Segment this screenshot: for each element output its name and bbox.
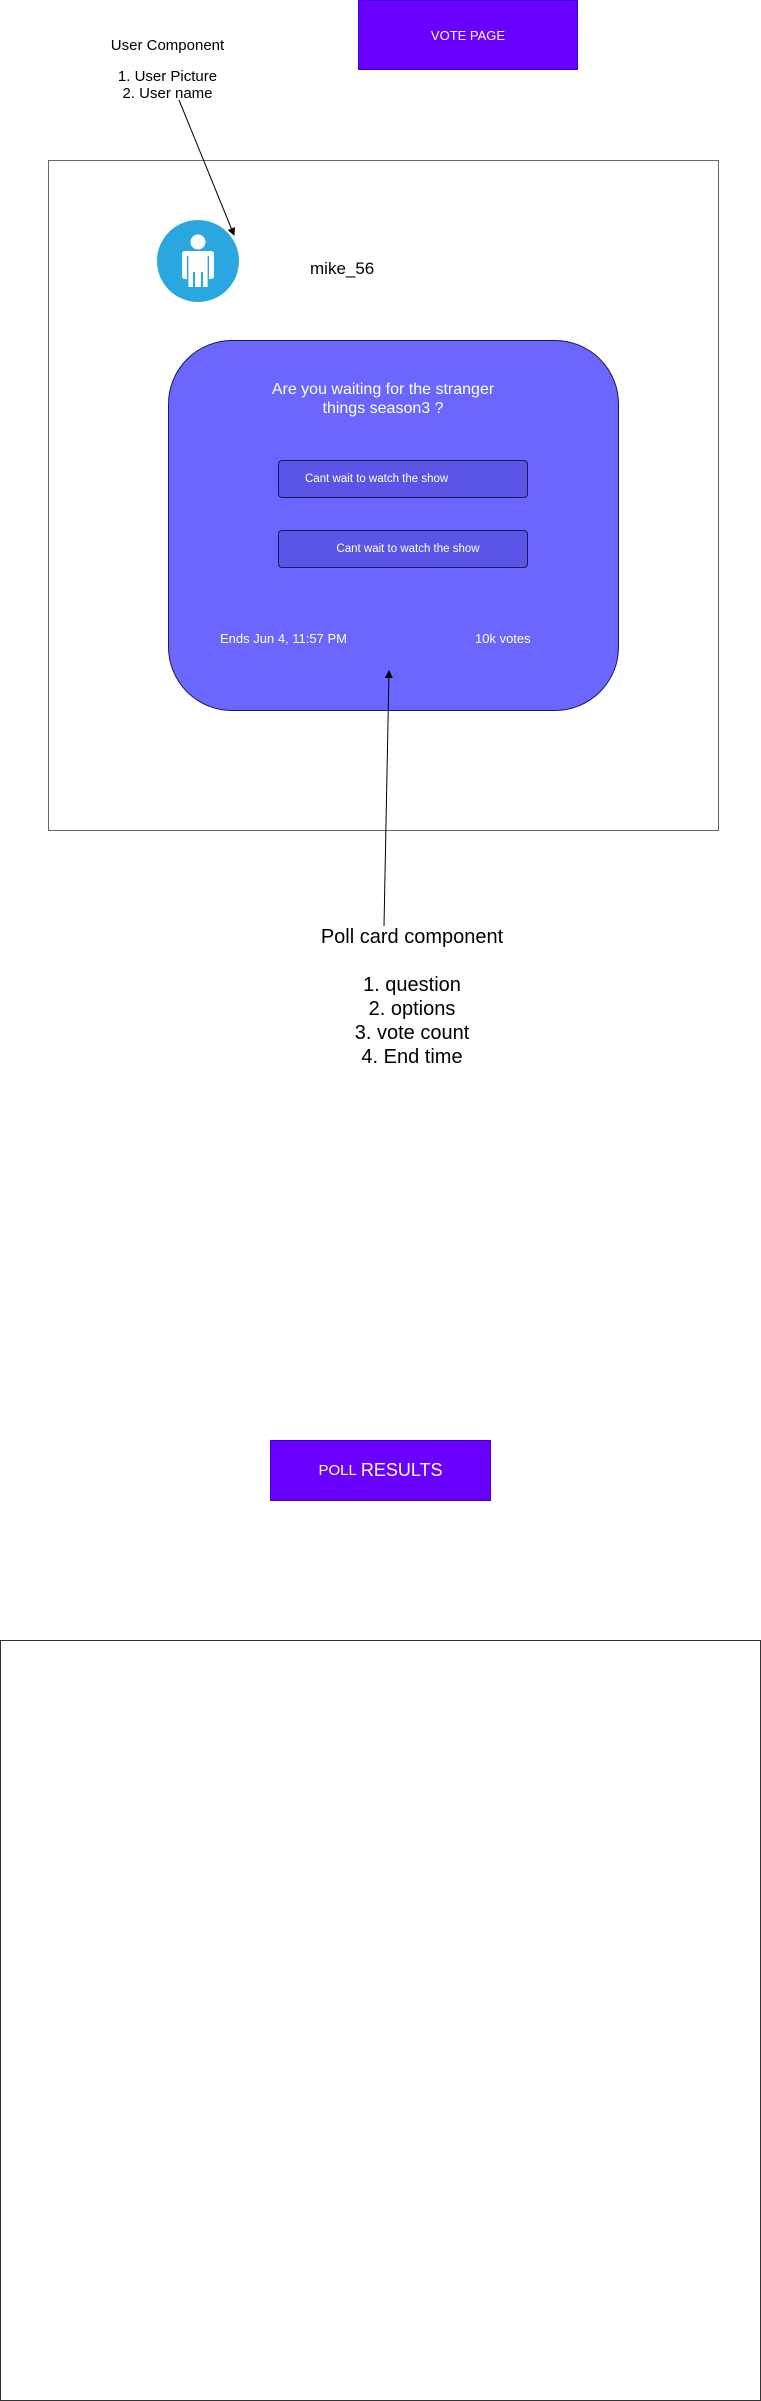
poll-note-arrow bbox=[383, 670, 393, 927]
poll-option-button[interactable]: Cant wait to watch the show bbox=[278, 530, 528, 568]
vote-page-frame bbox=[48, 160, 719, 831]
user-name: mike_56 bbox=[310, 259, 375, 278]
poll-vote-count: 10k votes bbox=[475, 631, 531, 646]
user-component-note-title: User Component bbox=[110, 37, 225, 54]
poll-card-component-note: Poll card component 1. question 2. optio… bbox=[300, 925, 524, 1069]
poll-end-time: Ends Jun 4, 11:57 PM bbox=[220, 631, 347, 646]
poll-results-label-big: RESULTS bbox=[360, 1460, 443, 1480]
poll-results-header: POLL RESULTS bbox=[270, 1440, 491, 1501]
user-avatar bbox=[157, 220, 239, 302]
poll-card-note-title: Poll card component bbox=[320, 926, 504, 948]
poll-results-frame bbox=[0, 1640, 761, 2401]
poll-option-label: Cant wait to watch the show bbox=[305, 473, 449, 485]
poll-card-note-item: 1. question bbox=[363, 974, 461, 996]
user-silhouette-icon bbox=[182, 234, 214, 287]
poll-option-label: Cant wait to watch the show bbox=[336, 543, 480, 555]
poll-card-note-item: 2. options bbox=[368, 998, 456, 1020]
vote-page-title: VOTE PAGE bbox=[430, 27, 506, 43]
user-note-arrow bbox=[178, 99, 236, 236]
vote-page-header: VOTE PAGE bbox=[358, 0, 578, 70]
poll-card-note-item: 3. vote count bbox=[354, 1022, 470, 1044]
poll-card bbox=[168, 340, 619, 711]
poll-question: Are you waiting for the stranger things … bbox=[271, 381, 495, 417]
user-component-note-item: 2. User name bbox=[122, 85, 213, 102]
user-component-note: User Component 1. User Picture 2. User n… bbox=[95, 37, 240, 102]
user-component-note-item: 1. User Picture bbox=[117, 68, 218, 85]
poll-option-button[interactable]: Cant wait to watch the show bbox=[278, 460, 528, 498]
poll-card-note-item: 4. End time bbox=[361, 1046, 463, 1068]
poll-results-label-small: POLL bbox=[318, 1462, 357, 1479]
